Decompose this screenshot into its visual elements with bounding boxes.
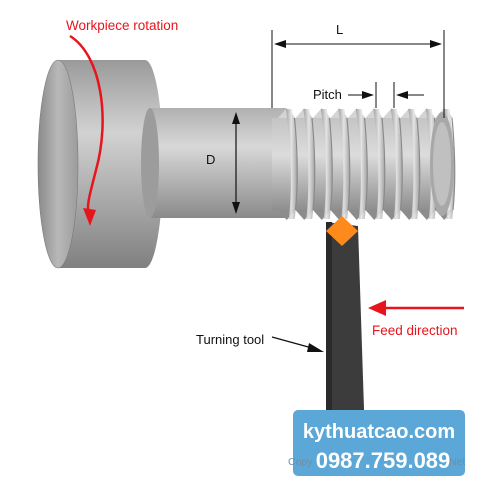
workpiece-rotation-label: Workpiece rotation <box>66 18 178 33</box>
watermark-phone: 0987.759.089 <box>316 448 451 473</box>
feed-direction: Feed direction <box>368 300 464 338</box>
threaded-section <box>272 108 456 220</box>
thread-groove <box>398 117 403 211</box>
workpiece-rotation-arrow: Workpiece rotation <box>66 18 178 226</box>
turning-tool <box>326 216 366 470</box>
thread-groove <box>346 117 351 211</box>
watermark-site: kythuatcao.com <box>303 421 455 443</box>
thread-crest <box>355 109 367 219</box>
thread-crest <box>373 109 385 219</box>
thread-groove <box>416 117 421 211</box>
copyright-text: Copy <box>288 456 313 468</box>
thread-groove <box>311 117 316 211</box>
thread-groove <box>293 117 298 211</box>
turning-tool-callout: Turning tool <box>196 332 324 352</box>
pitch-dimension: Pitch <box>313 82 424 108</box>
thread-groove <box>451 117 456 211</box>
thread-crest <box>390 109 402 219</box>
thread-crest <box>303 109 315 219</box>
thread-groove <box>381 117 386 211</box>
thread-groove <box>363 117 368 211</box>
watermark: kythuatcao.com Copy Net 0987.759.089 <box>288 410 465 476</box>
workpiece-shaft <box>141 108 286 218</box>
thread-crest <box>320 109 332 219</box>
diameter-label: D <box>206 152 215 167</box>
cutting-insert <box>326 216 358 246</box>
length-label: L <box>336 22 343 37</box>
feed-direction-label: Feed direction <box>372 323 458 338</box>
workpiece-head <box>37 59 163 269</box>
thread-crest <box>338 109 350 219</box>
thread-crest <box>408 109 420 219</box>
diameter-dimension: D <box>206 112 240 214</box>
length-dimension: L <box>271 22 445 118</box>
thread-groove <box>328 117 333 211</box>
copyright-text-tail: Net <box>449 456 465 468</box>
pitch-label: Pitch <box>313 87 342 102</box>
thread-crest <box>285 109 297 219</box>
turning-tool-label: Turning tool <box>196 332 264 347</box>
